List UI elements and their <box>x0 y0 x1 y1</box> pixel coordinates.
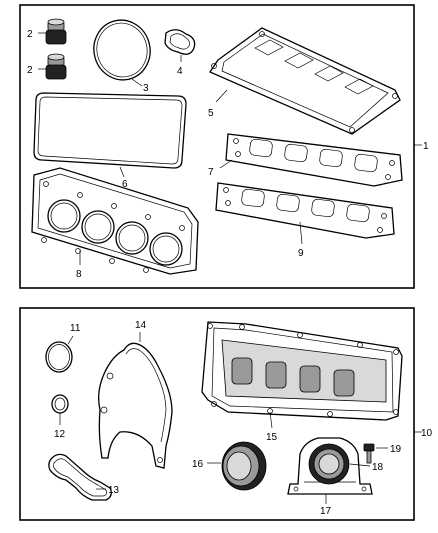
callout-2b: 2 <box>27 65 33 76</box>
callout-15: 15 <box>266 432 278 443</box>
exhaust-manifold-gasket-lower <box>215 182 395 239</box>
callout-17: 17 <box>320 506 332 517</box>
callout-5: 5 <box>208 108 214 119</box>
callout-6: 6 <box>122 179 128 190</box>
gasket-13 <box>48 453 112 501</box>
intake-manifold-gasket <box>209 27 401 135</box>
oil-pan-gasket <box>201 321 403 421</box>
front-crankshaft-seal <box>221 441 267 491</box>
callout-kit-upper: 1 <box>423 141 429 152</box>
valve-stem-seal-2 <box>45 53 67 80</box>
callout-12: 12 <box>54 429 66 440</box>
callout-4: 4 <box>177 66 183 77</box>
timing-cover-gasket <box>98 342 173 469</box>
callout-16: 16 <box>192 459 204 470</box>
small-seal <box>51 394 69 414</box>
lower-kit-frame <box>19 307 415 521</box>
callout-kit-lower: 10 <box>421 428 433 439</box>
round-seal-ring <box>93 19 151 81</box>
callout-13: 13 <box>108 485 120 496</box>
valve-stem-seal-1 <box>45 18 67 45</box>
upper-kit-frame <box>19 4 415 289</box>
callout-19: 19 <box>390 444 402 455</box>
small-gasket <box>164 29 196 55</box>
callout-7: 7 <box>208 167 214 178</box>
callout-14: 14 <box>135 320 147 331</box>
cylinder-head-gasket <box>31 167 199 275</box>
rear-main-seal <box>308 443 350 485</box>
exhaust-manifold-gasket-upper <box>225 133 403 187</box>
callout-2a: 2 <box>27 29 33 40</box>
o-ring <box>45 341 73 373</box>
bolt-19 <box>363 443 375 464</box>
callout-18: 18 <box>372 462 384 473</box>
callout-8: 8 <box>76 269 82 280</box>
valve-cover-gasket <box>33 92 187 169</box>
callout-3: 3 <box>143 83 149 94</box>
callout-11: 11 <box>70 323 81 334</box>
callout-9: 9 <box>298 248 304 259</box>
